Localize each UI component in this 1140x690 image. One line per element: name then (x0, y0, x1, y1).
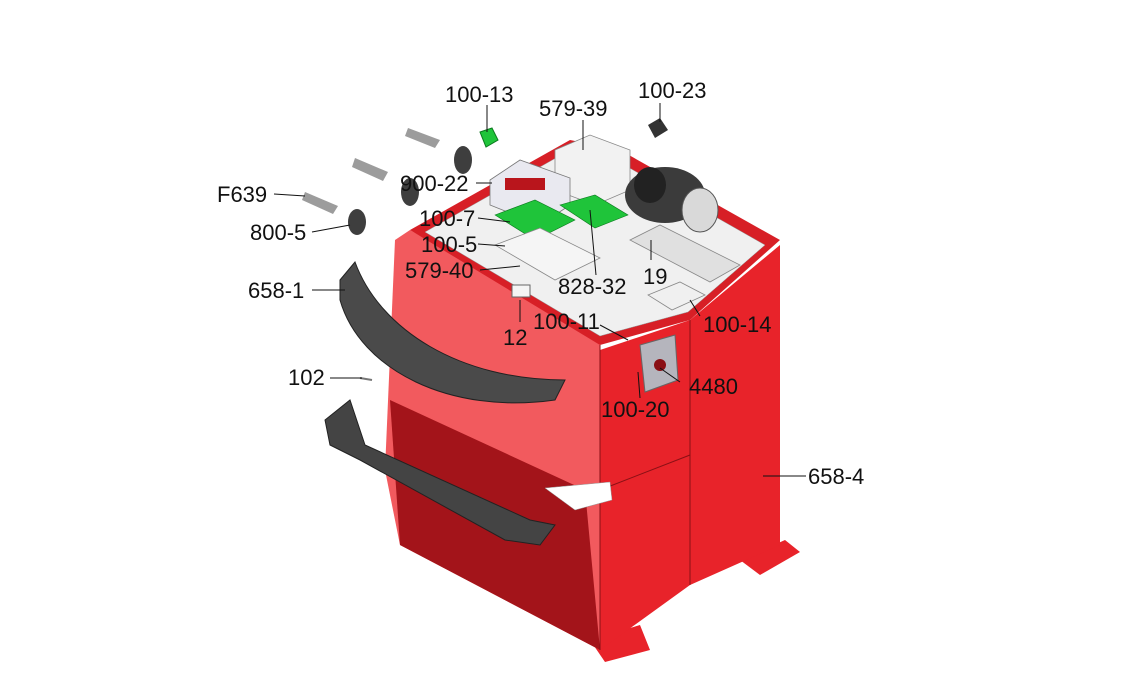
label-19: 19 (643, 264, 667, 289)
base-foot-right (740, 540, 800, 575)
label-102: 102 (288, 365, 325, 390)
handle-bar (324, 399, 556, 546)
label-100-7: 100-7 (419, 206, 475, 231)
power-supply-vents (505, 178, 545, 190)
label-579-40: 579-40 (405, 258, 474, 283)
label-F639: F639 (217, 182, 267, 207)
label-100-14: 100-14 (703, 312, 772, 337)
label-100-23: 100-23 (638, 78, 707, 103)
cone-2 (352, 158, 388, 181)
label-100-5: 100-5 (421, 232, 477, 257)
label-100-20: 100-20 (601, 397, 670, 422)
mount-bracket (629, 224, 741, 283)
cone-3 (302, 192, 338, 214)
label-658-1: 658-1 (248, 278, 304, 303)
label-579-39: 579-39 (539, 96, 608, 121)
connector-12 (511, 284, 531, 298)
lower-seam (599, 454, 691, 491)
lower-bracket (647, 281, 706, 311)
label-100-11: 100-11 (533, 309, 600, 334)
white-strap (544, 481, 613, 511)
label-828-32: 828-32 (558, 274, 627, 299)
label-12: 12 (503, 325, 527, 350)
base-foot-left (590, 625, 650, 662)
switch-knob (654, 359, 666, 371)
accessory-tray (339, 261, 566, 404)
disc-3 (348, 209, 366, 235)
internal-components (489, 134, 741, 393)
green-connector (479, 127, 499, 148)
cable-gland (648, 118, 668, 138)
label-4480: 4480 (689, 374, 738, 399)
disc-2 (401, 178, 419, 206)
label-900-22: 900-22 (400, 171, 469, 196)
part-labels: 100-13 579-39 100-23 F639 900-22 100-7 8… (217, 78, 864, 489)
pcb-main (494, 199, 576, 241)
label-658-4: 658-4 (808, 464, 864, 489)
leader-lines (273, 103, 806, 477)
label-100-13: 100-13 (445, 82, 514, 107)
board-tray (494, 227, 601, 281)
cone-1 (405, 128, 440, 148)
disc-1 (454, 146, 472, 174)
label-800-5: 800-5 (250, 220, 306, 245)
motor (625, 167, 719, 233)
pcb-secondary (559, 194, 629, 229)
